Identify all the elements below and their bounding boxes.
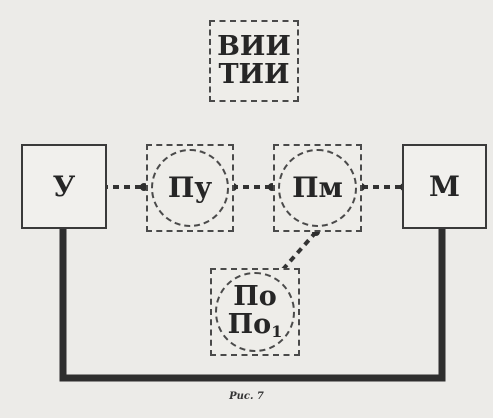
figure-caption: Рис. 7 <box>229 391 264 402</box>
block-pm-label: Пм <box>292 171 343 205</box>
dotted-link-pm-po <box>276 230 318 277</box>
block-po1-subscript: 1 <box>271 322 283 342</box>
block-u-label: У <box>52 169 76 203</box>
block-m-label: М <box>429 169 460 203</box>
solid-connection-u-m <box>59 229 446 382</box>
block-po1-label: По1 <box>227 309 283 342</box>
block-vii-label: ВИИ <box>217 30 291 62</box>
block-vii-tii: ВИИ ТИИ <box>209 20 299 102</box>
block-pu-label: Пу <box>167 171 213 205</box>
block-po: По По1 <box>210 268 300 356</box>
block-pu: Пу <box>146 144 234 232</box>
block-tii-label: ТИИ <box>218 59 290 90</box>
block-po-label: По <box>233 280 277 312</box>
block-m: М <box>402 144 487 229</box>
block-pm: Пм <box>273 144 362 232</box>
block-u: У <box>21 144 107 229</box>
